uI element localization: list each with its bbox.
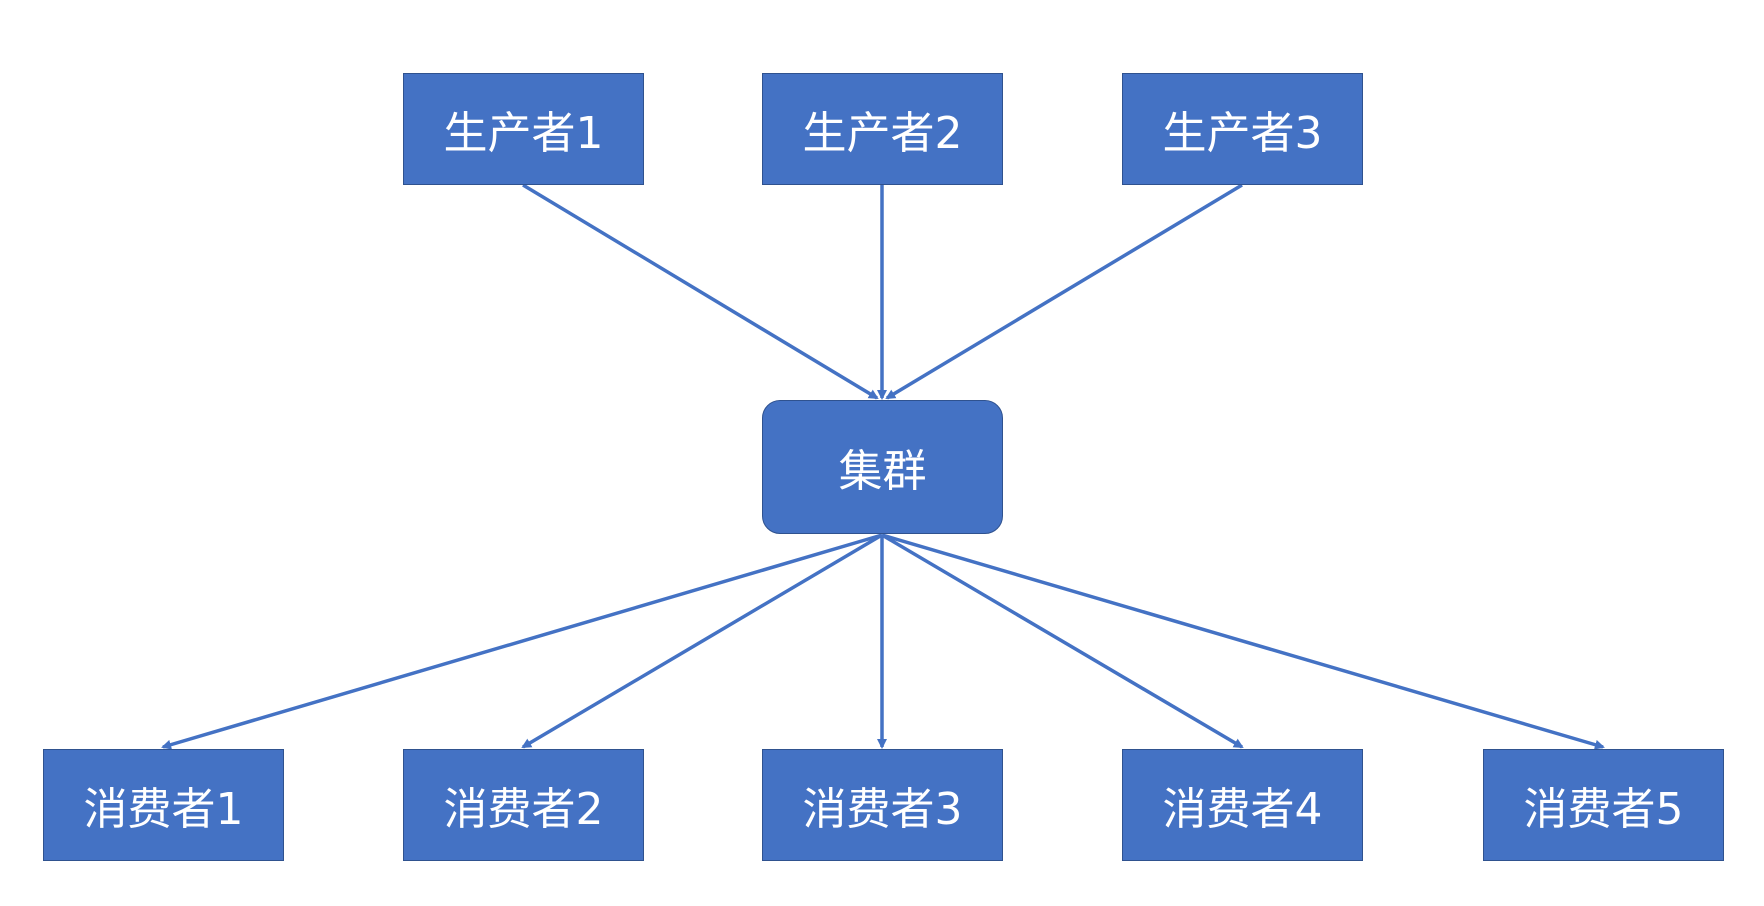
consumer-node-5[interactable]: 消费者5: [1483, 749, 1724, 861]
cluster-node[interactable]: 集群: [762, 400, 1003, 534]
arrow-producer-1-to-cluster: [522, 183, 879, 400]
cluster-node-label: 集群: [838, 446, 927, 497]
consumer-node-label: 消费者2: [443, 784, 604, 835]
producer-node-3[interactable]: 生产者3: [1122, 73, 1363, 185]
consumer-node-label: 消费者3: [802, 784, 963, 835]
consumer-node-label: 消费者1: [83, 784, 244, 835]
arrow-producer-3-to-cluster: [885, 183, 1243, 400]
arrow-cluster-to-consumer-4: [881, 533, 1244, 749]
consumer-node-1[interactable]: 消费者1: [43, 749, 284, 861]
arrow-cluster-to-consumer-5: [881, 533, 1605, 750]
producer-node-label: 生产者1: [443, 108, 604, 159]
arrow-cluster-to-consumer-1: [161, 533, 883, 750]
arrow-cluster-to-consumer-2: [521, 533, 883, 749]
consumer-node-4[interactable]: 消费者4: [1122, 749, 1363, 861]
consumer-node-label: 消费者5: [1523, 784, 1684, 835]
producer-node-label: 生产者3: [1162, 108, 1323, 159]
producer-node-1[interactable]: 生产者1: [403, 73, 644, 185]
producer-node-2[interactable]: 生产者2: [762, 73, 1003, 185]
producer-node-label: 生产者2: [802, 108, 963, 159]
consumer-node-label: 消费者4: [1162, 784, 1323, 835]
consumer-node-2[interactable]: 消费者2: [403, 749, 644, 861]
consumer-node-3[interactable]: 消费者3: [762, 749, 1003, 861]
